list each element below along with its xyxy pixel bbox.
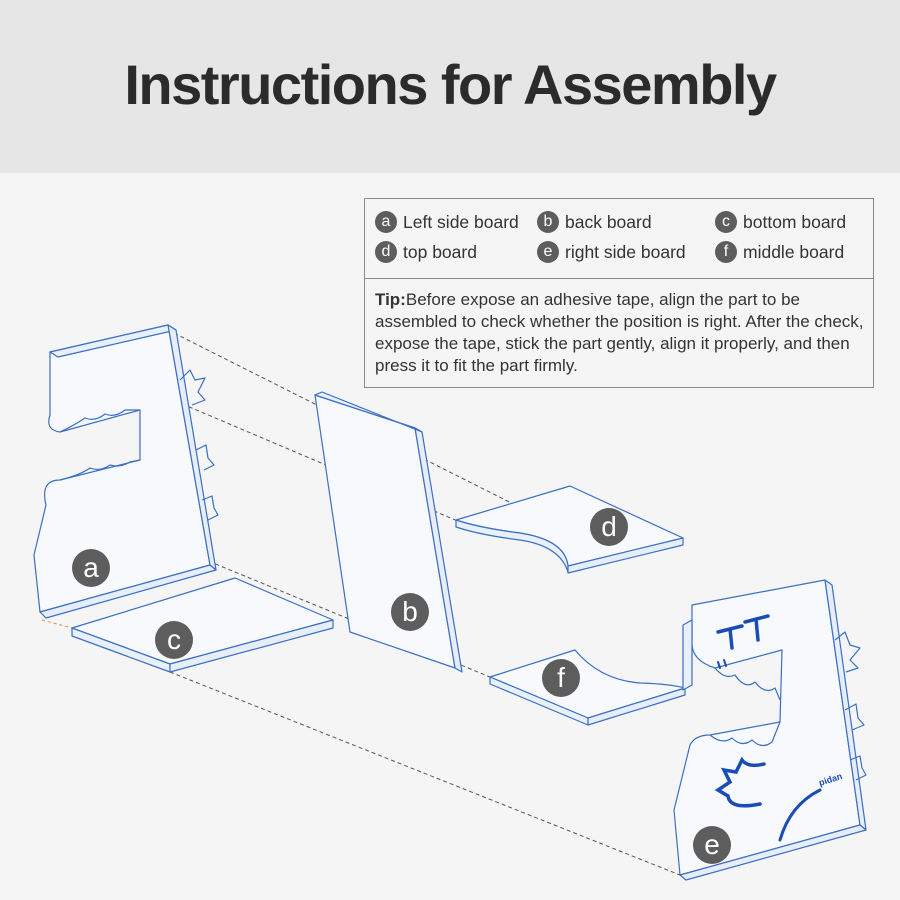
part-e-right-side-board [673, 579, 867, 881]
legend-box: a Left side board b back board c bottom … [364, 198, 874, 388]
part-a-left-side-board [33, 324, 219, 619]
badge-d: d [375, 241, 397, 263]
part-label-e: e [693, 826, 731, 864]
badge-a: a [375, 211, 397, 233]
eyebrow-right-decor [743, 614, 770, 642]
tip-prefix: Tip: [375, 290, 406, 309]
part-label-c: c [155, 621, 193, 659]
badge-f: f [715, 241, 737, 263]
tip-body: Before expose an adhesive tape, align th… [375, 290, 864, 375]
legend-item-b: b back board [537, 211, 652, 233]
part-label-b: b [391, 593, 429, 631]
arc-decor [778, 788, 822, 842]
legend-divider [365, 278, 873, 279]
tip-text: Tip:Before expose an adhesive tape, alig… [375, 289, 867, 377]
legend-item-a: a Left side board [375, 211, 519, 233]
part-c-bottom-board [71, 577, 334, 673]
claw-decor [714, 756, 766, 808]
part-label-f: f [542, 659, 580, 697]
orange-guide [41, 619, 73, 629]
legend-label-f: middle board [743, 241, 845, 262]
legend-label-c: bottom board [743, 211, 847, 232]
badge-c: c [715, 211, 737, 233]
legend-label-e: right side board [565, 241, 686, 262]
part-b-back-board [314, 391, 463, 673]
legend-label-a: Left side board [403, 211, 519, 232]
badge-b: b [537, 211, 559, 233]
legend-label-b: back board [565, 211, 652, 232]
part-label-a: a [72, 549, 110, 587]
header-band [0, 0, 900, 173]
nostril-decor [717, 659, 727, 669]
legend-grid: a Left side board b back board c bottom … [375, 211, 865, 273]
part-label-d: d [590, 508, 628, 546]
legend-item-e: e right side board [537, 241, 686, 263]
part-d-top-board [455, 485, 684, 574]
face-decoration [714, 614, 822, 842]
eyebrow-left-decor [716, 624, 744, 650]
legend-label-d: top board [403, 241, 477, 262]
legend-item-f: f middle board [715, 241, 844, 263]
legend-item-c: c bottom board [715, 211, 846, 233]
badge-e: e [537, 241, 559, 263]
part-f-middle-board [489, 649, 686, 726]
legend-item-d: d top board [375, 241, 477, 263]
page-title: Instructions for Assembly [124, 53, 777, 116]
